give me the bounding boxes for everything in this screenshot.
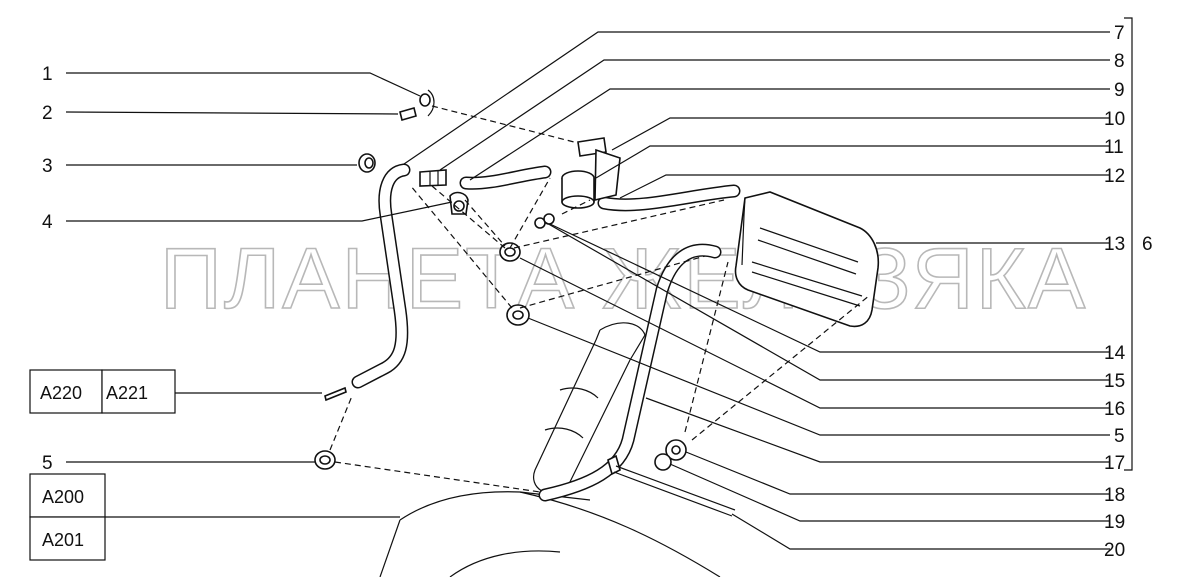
body-outline	[379, 491, 721, 577]
watermark: ПЛАНЕТА ЖЕЛЕЗЯКА	[160, 231, 1087, 327]
callout-20: 20	[1104, 540, 1125, 561]
hose-icon	[597, 184, 741, 212]
callout-4: 4	[42, 212, 53, 233]
callout-1: 1	[42, 64, 53, 85]
canister-icon	[561, 137, 621, 209]
nut-icon	[654, 439, 687, 471]
ref-box-a201[interactable]: A201	[29, 516, 106, 561]
callout-6: 6	[1142, 234, 1153, 255]
ref-label-a220: A220	[40, 383, 82, 403]
ref-label-a201: A201	[42, 530, 84, 550]
ref-box-a200[interactable]: A200	[29, 473, 106, 518]
callout-13: 13	[1104, 234, 1125, 255]
callout-10: 10	[1104, 109, 1125, 130]
ref-label-a221: A221	[106, 383, 148, 403]
assembly-lines	[329, 105, 871, 493]
washer-icon	[419, 89, 435, 117]
callout-9: 9	[1114, 80, 1125, 101]
separator-tank-icon	[734, 191, 880, 328]
callout-12: 12	[1104, 166, 1125, 187]
hose-icon	[538, 243, 722, 502]
leader-lines-right	[403, 17, 1133, 550]
clamp-icon	[449, 191, 469, 215]
callout-5-right: 5	[1114, 426, 1125, 447]
callout-17: 17	[1104, 453, 1125, 474]
callout-14: 14	[1104, 343, 1126, 364]
callout-5-left: 5	[42, 453, 53, 474]
hose-icon	[459, 165, 552, 190]
cable-tie-icon	[607, 454, 736, 517]
callout-15: 15	[1104, 371, 1125, 392]
filler-pipe-icon	[532, 322, 646, 495]
callout-19: 19	[1104, 512, 1125, 533]
bolt-icon	[419, 169, 447, 187]
ref-box-a220[interactable]: A220	[29, 369, 103, 414]
clamp-icon	[314, 450, 336, 470]
clamp-icon	[506, 304, 530, 326]
callout-16: 16	[1104, 399, 1125, 420]
hose-icon	[351, 163, 411, 389]
callout-18: 18	[1104, 485, 1125, 506]
bolt-icon	[399, 107, 417, 121]
callout-3: 3	[42, 156, 53, 177]
callout-8: 8	[1114, 51, 1125, 72]
washer-icon	[358, 153, 376, 173]
ref-box-a221[interactable]: A221	[101, 369, 176, 414]
callout-7: 7	[1114, 23, 1125, 44]
bolt-icon	[324, 386, 347, 402]
callout-2: 2	[42, 103, 53, 124]
ref-label-a200: A200	[42, 487, 84, 507]
leader-lines-left	[65, 72, 453, 518]
callout-11: 11	[1104, 137, 1124, 158]
